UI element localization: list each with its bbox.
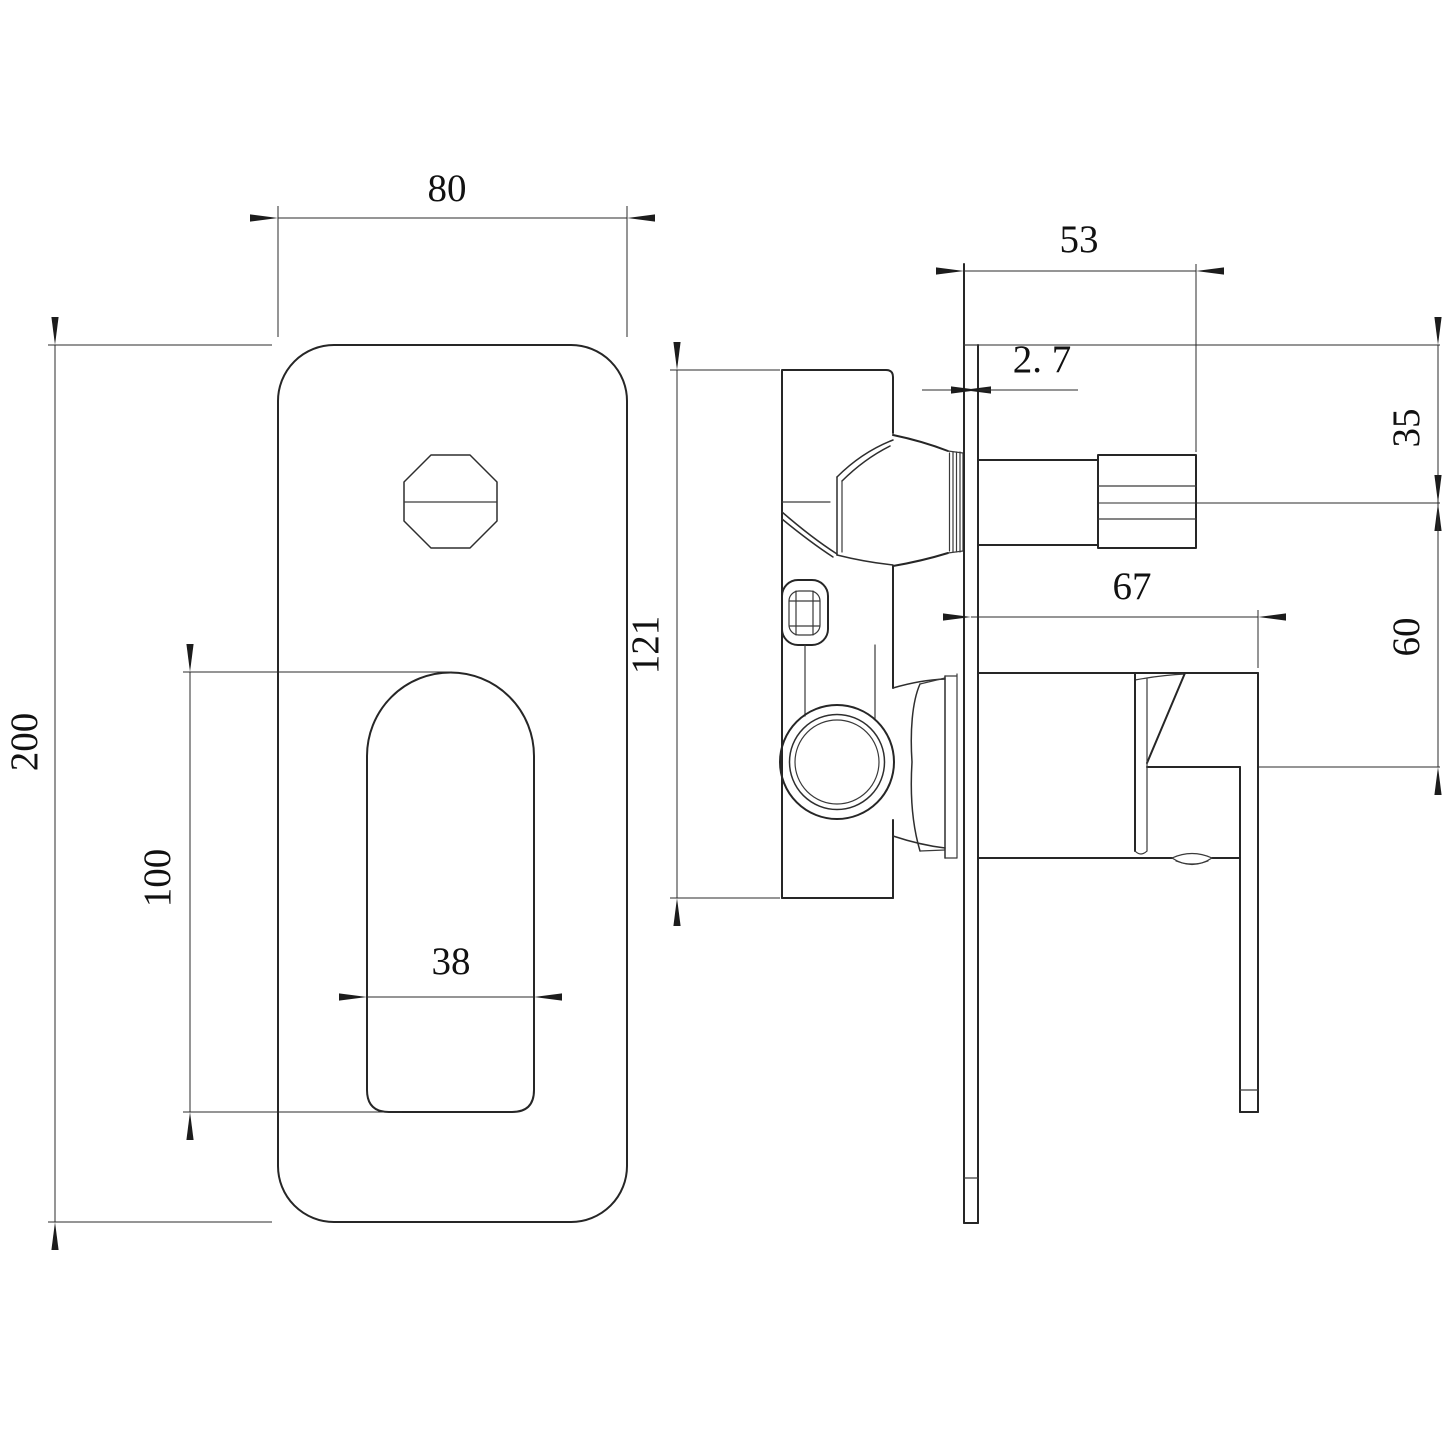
inlet-boss xyxy=(779,704,895,820)
dim-label-67: 67 xyxy=(1113,565,1152,608)
diverter-knob-side xyxy=(977,454,1440,549)
dim-knob-to-handle-center: 60 xyxy=(1258,475,1442,795)
dim-handle-projection: 67 xyxy=(943,565,1286,668)
front-view xyxy=(277,344,628,1223)
outlet-cone xyxy=(892,434,949,567)
dim-label-35: 35 xyxy=(1385,409,1428,448)
lever-slot xyxy=(366,671,535,1113)
mixer-handle-side xyxy=(977,672,1259,1113)
side-view xyxy=(779,263,1440,1224)
diverter-button xyxy=(403,454,498,549)
dim-slot-height: 100 xyxy=(136,644,452,1140)
cartridge-bonnet xyxy=(892,673,958,859)
dim-label-200: 200 xyxy=(3,713,46,772)
dim-plate-thickness: 2. 7 xyxy=(922,338,1078,394)
dim-front-height: 200 xyxy=(3,317,272,1250)
trim-plate-outline xyxy=(277,344,628,1223)
dim-slot-width: 38 xyxy=(339,940,562,1001)
dim-front-width: 80 xyxy=(250,167,655,337)
outlet-thread xyxy=(947,450,964,554)
dim-label-80: 80 xyxy=(428,167,467,210)
dim-label-121: 121 xyxy=(624,616,667,675)
dim-label-38: 38 xyxy=(432,940,471,983)
dim-label-60: 60 xyxy=(1385,618,1428,657)
wall-plate-edge xyxy=(963,263,979,1224)
handle-set-screw xyxy=(1171,852,1213,866)
dim-label-100: 100 xyxy=(136,849,179,908)
diverter-button-outline xyxy=(403,454,498,549)
dim-knob-projection: 53 xyxy=(936,218,1224,452)
valve-body xyxy=(779,369,964,899)
dim-knob-center-from-top: 35 xyxy=(978,317,1442,531)
dim-body-height: 121 xyxy=(624,342,780,926)
dim-label-2-7: 2. 7 xyxy=(1013,338,1072,381)
square-port xyxy=(781,579,829,646)
dim-label-53: 53 xyxy=(1060,218,1099,261)
